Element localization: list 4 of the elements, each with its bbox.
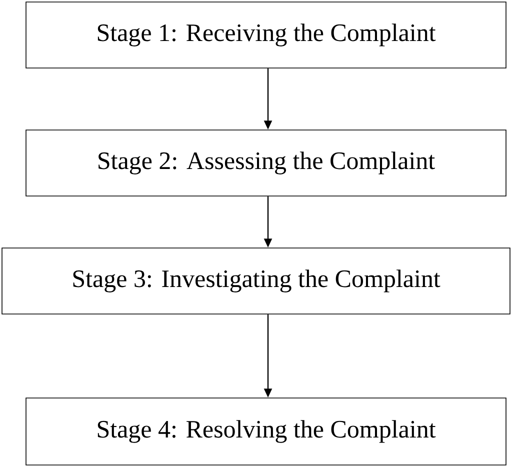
stage-box: Stage 4: Resolving the Complaint	[26, 398, 506, 466]
stage-box: Stage 2: Assessing the Complaint	[26, 130, 506, 196]
stage-box: Stage 3: Investigating the Complaint	[2, 248, 510, 314]
stage-box: Stage 1: Receiving the Complaint	[26, 2, 506, 68]
